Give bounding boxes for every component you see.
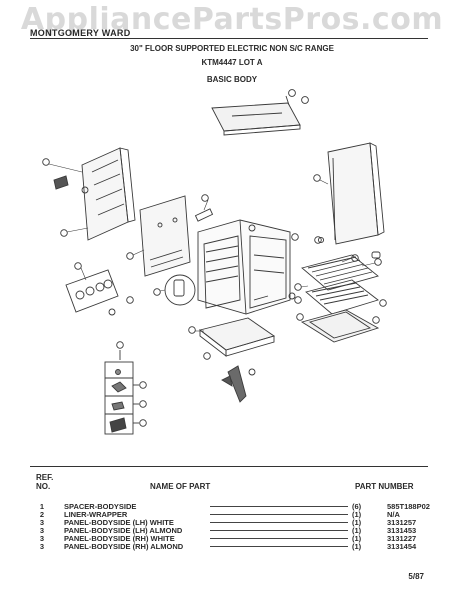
leader-dashes [210, 514, 348, 515]
part-number-cell: 3131454 [387, 542, 417, 551]
revision-date: 5/87 [408, 572, 424, 581]
table-row: 3 PANEL-BODYSIDE (LH) WHITE (1) 3131257 [30, 518, 430, 527]
ref-cell: 1 [39, 502, 45, 511]
brand-name: MONTGOMERY WARD [30, 28, 131, 38]
leader-dashes [210, 538, 348, 539]
table-row: 2 LINER-WRAPPER (1) N/A [30, 510, 430, 519]
part-number-cell: 585T188P02 [387, 502, 430, 511]
cooktop-panel-part [211, 89, 309, 136]
ref-cell: 3 [39, 526, 45, 535]
table-top-divider [30, 466, 428, 467]
table-row: 3 PANEL-BODYSIDE (LH) ALMOND (1) 3131453 [30, 526, 430, 535]
part-name-cell: SPACER-BODYSIDE [64, 502, 137, 511]
part-number-cell: N/A [387, 510, 400, 519]
ref-header-line1: REF. [36, 473, 54, 482]
leader-dashes [210, 506, 348, 507]
right-side-panel-part [313, 142, 385, 262]
part-number-header: PART NUMBER [355, 482, 414, 491]
part-name-cell: PANEL-BODYSIDE (RH) ALMOND [64, 542, 184, 551]
exploded-parts-diagram [42, 89, 387, 435]
part-name-cell: PANEL-BODYSIDE (LH) WHITE [64, 518, 174, 527]
broiler-pan-part [296, 309, 380, 343]
ref-cell: 3 [39, 542, 45, 551]
table-row: 1 SPACER-BODYSIDE (6) 585T188P02 [30, 502, 430, 511]
control-knobs-part [65, 262, 134, 316]
leader-lines [48, 163, 376, 332]
leader-dashes [210, 546, 348, 547]
detail-callout-part [153, 274, 196, 306]
part-name-cell: PANEL-BODYSIDE (LH) ALMOND [64, 526, 183, 535]
table-row: 3 PANEL-BODYSIDE (RH) WHITE (1) 3131227 [30, 534, 430, 543]
part-name-cell: LINER-WRAPPER [64, 510, 128, 519]
qty-cell: (6) [352, 502, 362, 511]
section-title: BASIC BODY [206, 75, 258, 84]
site-watermark: AppliancePartsPros.com [20, 2, 444, 37]
hardware-column-part [104, 341, 147, 435]
drawer-part [188, 292, 296, 360]
leader-dashes [210, 522, 348, 523]
part-name-cell: PANEL-BODYSIDE (RH) WHITE [64, 534, 175, 543]
qty-cell: (1) [352, 526, 362, 535]
leveler-leg-part [221, 365, 256, 403]
table-row: 3 PANEL-BODYSIDE (RH) ALMOND (1) 3131454 [30, 542, 430, 551]
page-title: 30" FLOOR SUPPORTED ELECTRIC NON S/C RAN… [130, 44, 334, 53]
ref-cell: 3 [39, 518, 45, 527]
model-number: KTM4447 LOT A [201, 58, 263, 67]
left-side-panel-part [126, 194, 214, 277]
part-number-cell: 3131227 [387, 534, 417, 543]
parts-list: 1 SPACER-BODYSIDE (6) 585T188P02 2 LINER… [30, 502, 430, 551]
ref-header-line2: NO. [36, 482, 51, 491]
ref-cell: 3 [39, 534, 45, 543]
range-body-part [197, 219, 322, 315]
qty-cell: (1) [352, 510, 362, 519]
qty-cell: (1) [352, 534, 362, 543]
top-divider [30, 38, 428, 39]
qty-cell: (1) [352, 518, 362, 527]
back-panel-part [42, 147, 136, 241]
oven-racks-part [294, 254, 387, 315]
ref-cell: 2 [39, 510, 45, 519]
leader-dashes [210, 530, 348, 531]
part-number-cell: 3131257 [387, 518, 417, 527]
part-number-cell: 3131453 [387, 526, 417, 535]
name-header: NAME OF PART [150, 482, 211, 491]
qty-cell: (1) [352, 542, 362, 551]
